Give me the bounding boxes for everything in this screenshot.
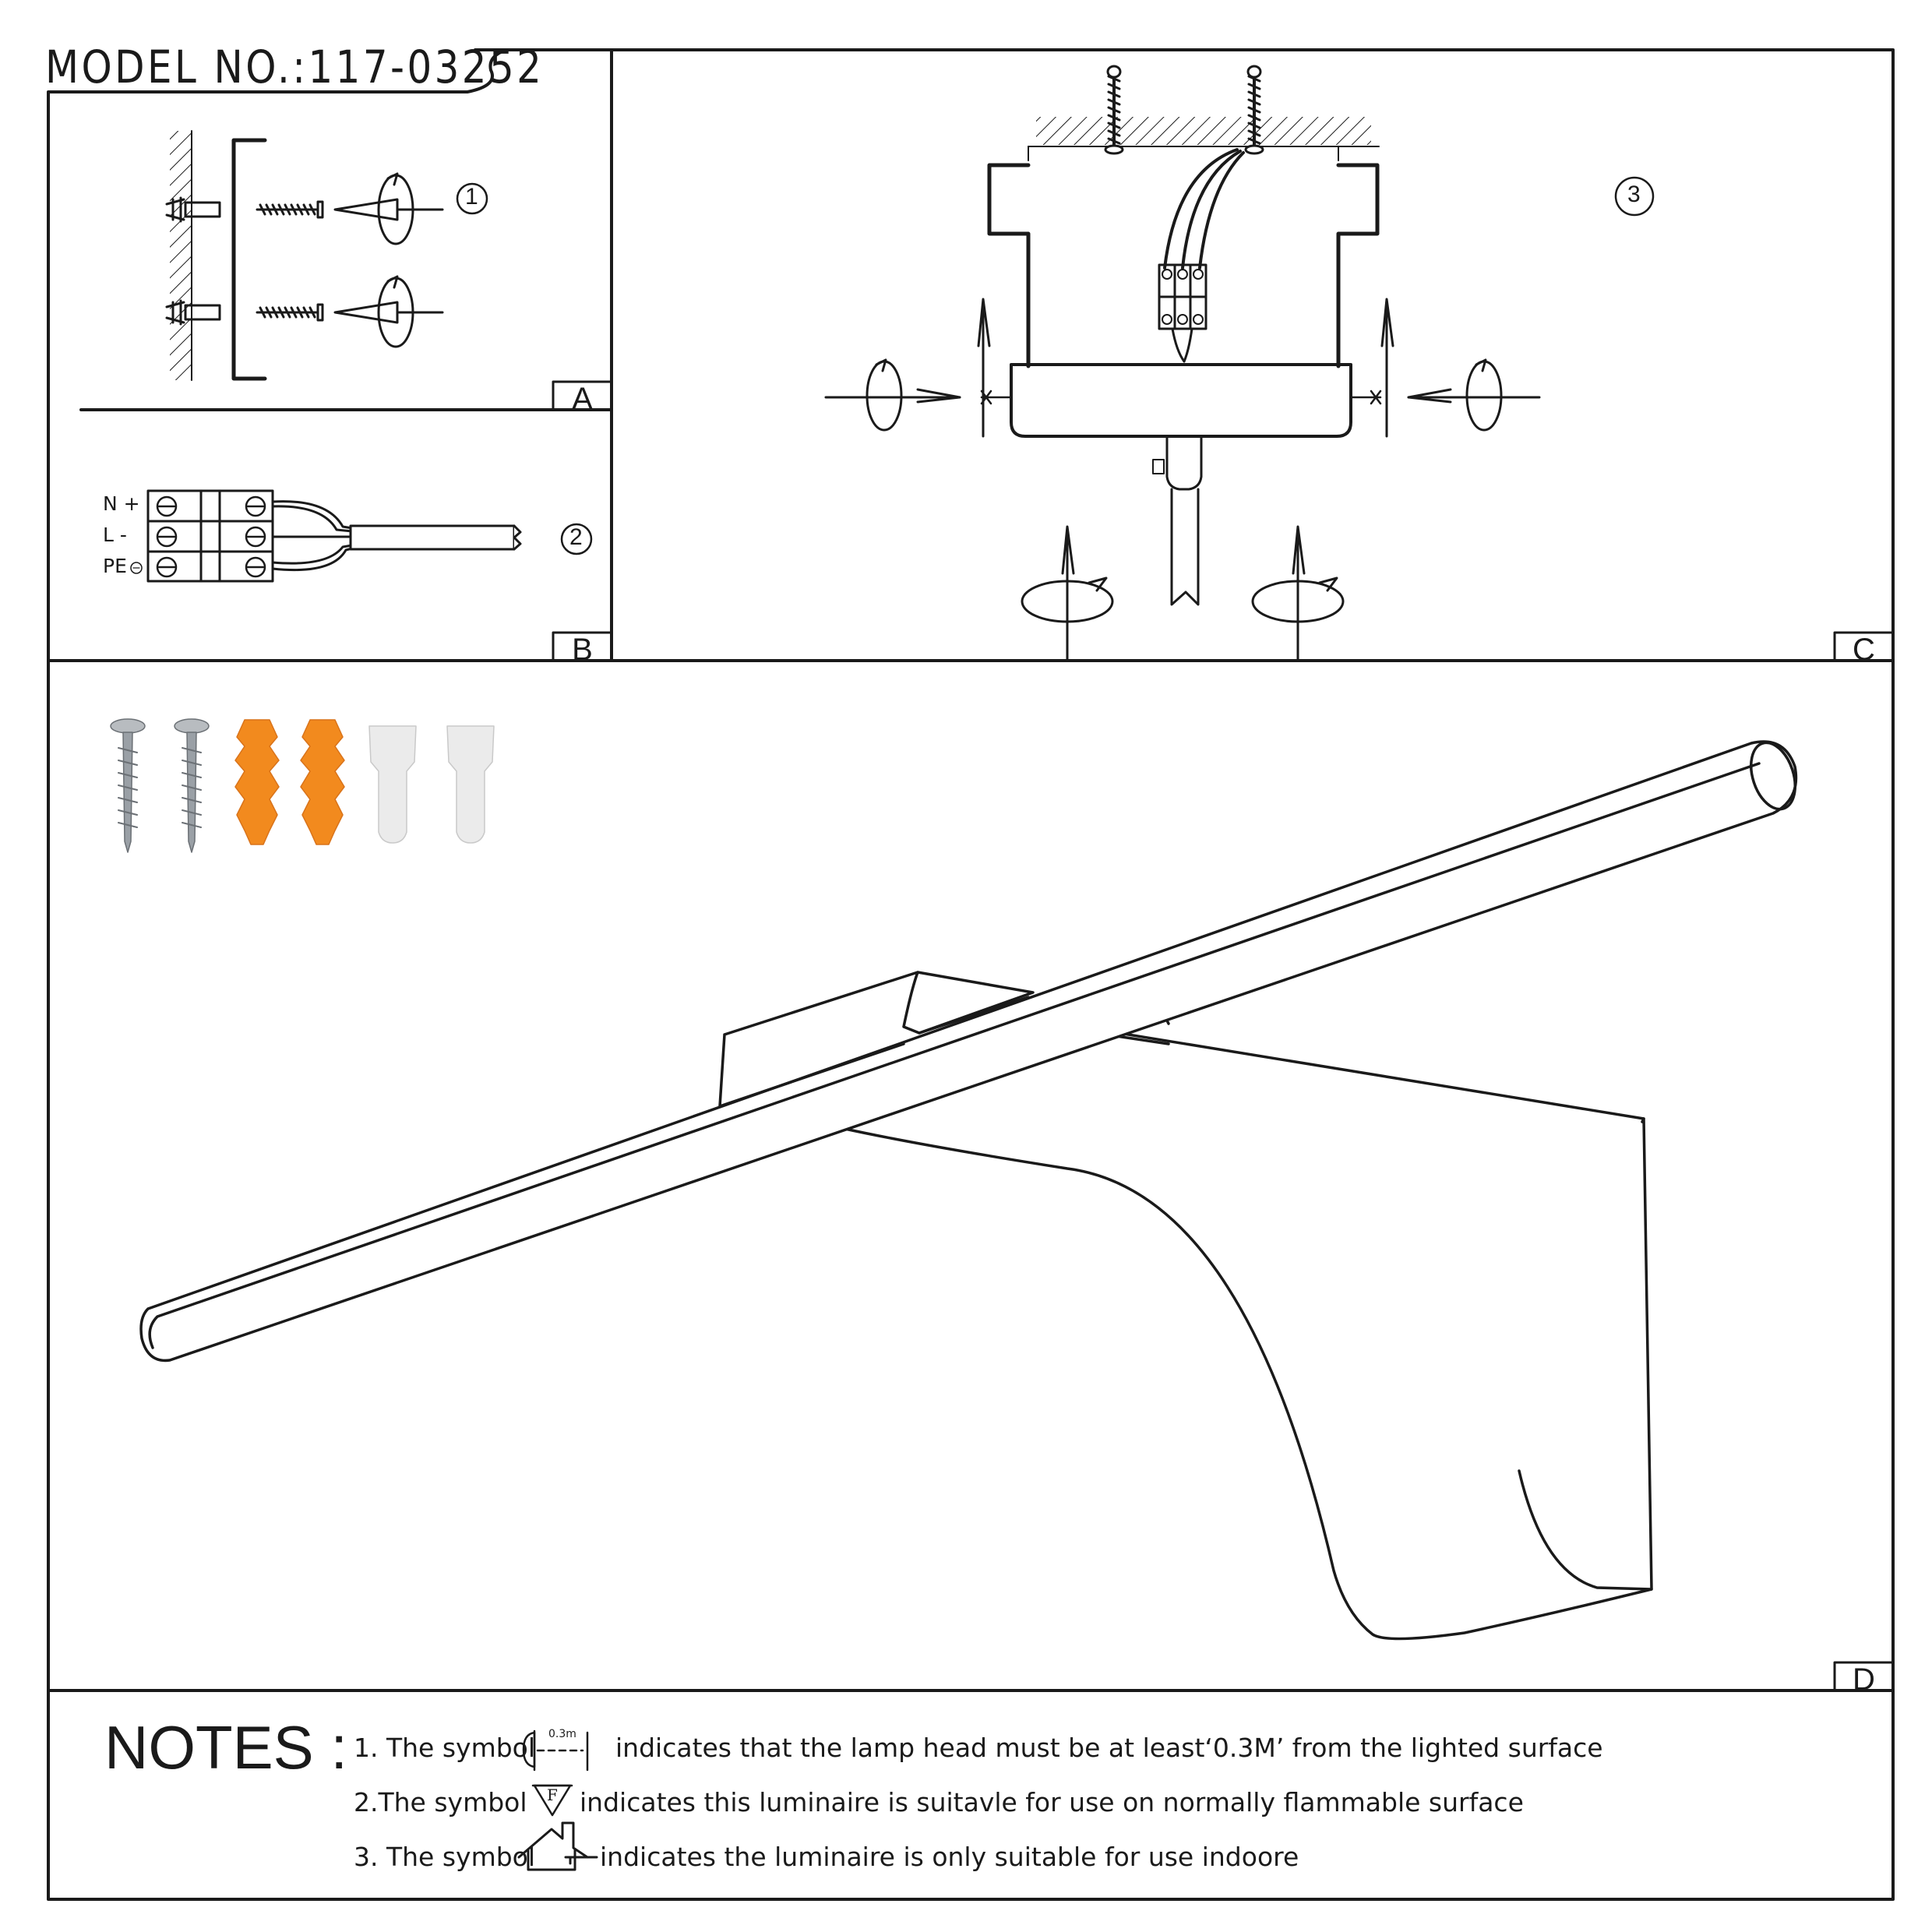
note-1-prefix: 1. The symbol	[354, 1733, 536, 1763]
panel-a-wall-mounting	[165, 130, 488, 381]
rotate-arrow-icon	[333, 275, 444, 348]
note-3-prefix: 3. The symbol	[354, 1842, 536, 1872]
rotate-arrow-icon	[333, 172, 444, 245]
indoor-house-icon	[517, 1821, 598, 1871]
wire-connector-cap-icon	[368, 725, 417, 844]
wire-connector-cap-icon	[446, 725, 495, 844]
wall-plug-icon	[165, 299, 221, 326]
terminal-label-n: N +	[103, 492, 140, 515]
panel-label-d: D	[1853, 1662, 1875, 1697]
notes-title: NOTES :	[104, 1713, 348, 1782]
step-number-1: 1	[465, 184, 478, 210]
distance-0-3m-icon	[522, 1729, 589, 1772]
hardware-kit	[110, 718, 495, 853]
wall-plug-icon	[165, 196, 221, 223]
screw-icon	[174, 718, 210, 853]
panel-label-c: C	[1853, 633, 1875, 667]
step-number-2: 2	[569, 524, 583, 550]
panel-label-a: A	[572, 382, 593, 416]
terminal-label-l: L -	[103, 524, 127, 546]
wall-anchor-icon	[300, 719, 345, 845]
flammable-surface-icon	[531, 1784, 573, 1817]
wall-anchor-icon	[234, 719, 280, 845]
lamp-drawing	[139, 740, 1798, 1641]
frame	[47, 48, 1895, 1901]
screw-icon	[110, 718, 146, 853]
note-2-symbol-text: F	[547, 1786, 558, 1804]
note-1-text: indicates that the lamp head must be at …	[615, 1733, 1603, 1763]
panel-c-fixture-assembly	[824, 65, 1655, 661]
panel-label-b: B	[572, 633, 593, 667]
note-3-text: indicates the luminaire is only suitable…	[600, 1842, 1299, 1872]
earth-symbol-icon	[130, 562, 143, 574]
note-2-text: indicates this luminaire is suitavle for…	[580, 1787, 1524, 1817]
terminal-label-pe: PE	[103, 555, 127, 577]
step-number-3: 3	[1627, 182, 1641, 207]
note-2-prefix: 2.The symbol	[354, 1787, 527, 1817]
panel-b-terminal-block	[130, 489, 593, 583]
note-1-symbol-text: 0.3m	[548, 1728, 576, 1740]
model-number: MODEL NO.:117-03252	[45, 41, 545, 93]
